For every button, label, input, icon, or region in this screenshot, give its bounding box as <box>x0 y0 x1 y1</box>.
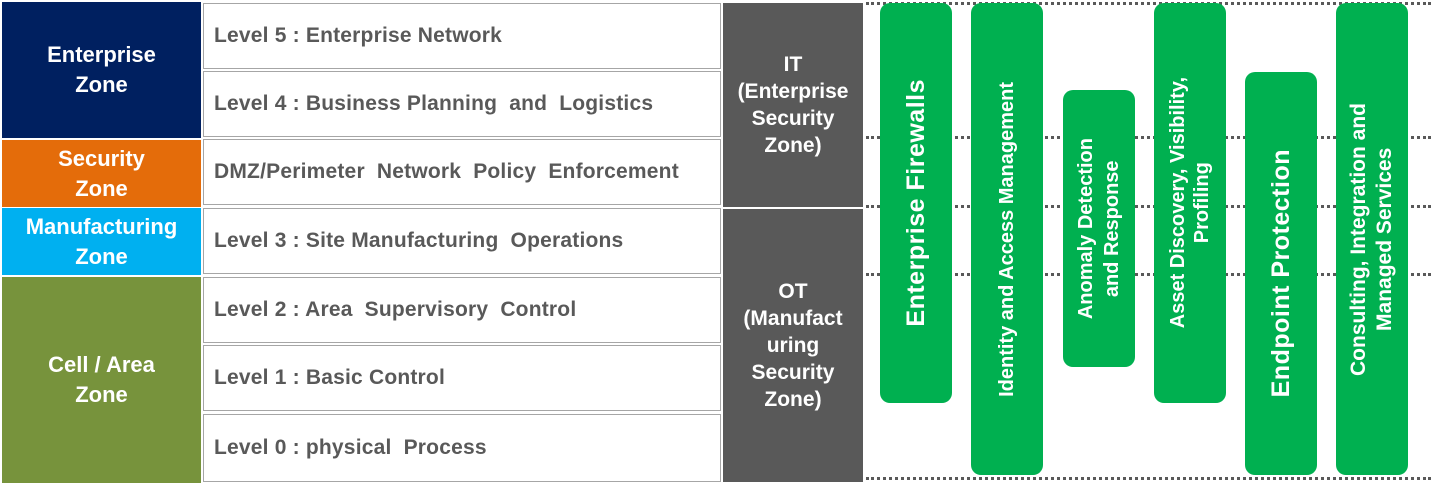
solution-label: Enterprise Firewalls <box>901 79 930 327</box>
solution-consulting-managed-services: Consulting, Integration and Managed Serv… <box>1336 3 1408 475</box>
level-2-row: Level 2 : Area Supervisory Control <box>203 277 721 343</box>
solution-identity-access-management: Identity and Access Management <box>971 3 1043 475</box>
level-0-row: Level 0 : physical Process <box>203 414 721 482</box>
dotted-divider-dmz <box>866 205 1431 208</box>
level-1-row: Level 1 : Basic Control <box>203 345 721 411</box>
zone-cell-area: Cell / Area Zone <box>2 277 201 483</box>
solution-label: Consulting, Integration and Managed Serv… <box>1347 102 1396 376</box>
solution-label: Endpoint Protection <box>1266 149 1295 398</box>
solution-endpoint-protection: Endpoint Protection <box>1245 72 1317 475</box>
zone-manufacturing: Manufacturing Zone <box>2 208 201 275</box>
level-4-row: Level 4 : Business Planning and Logistic… <box>203 71 721 137</box>
it-security-zone: IT (Enterprise Security Zone) <box>723 3 863 207</box>
dotted-divider-level3 <box>866 273 1431 276</box>
level-3-row: Level 3 : Site Manufacturing Operations <box>203 208 721 274</box>
solution-label: Anomaly Detection and Response <box>1075 137 1123 320</box>
dotted-divider-top <box>866 2 1431 5</box>
solution-asset-discovery: Asset Discovery, Visibility, Profiling <box>1154 3 1226 403</box>
solution-label: Asset Discovery, Visibility, Profiling <box>1167 77 1213 329</box>
ot-security-zone: OT (Manufact uring Security Zone) <box>723 209 863 482</box>
solution-anomaly-detection: Anomaly Detection and Response <box>1063 90 1135 367</box>
zone-security: Security Zone <box>2 140 201 207</box>
zone-enterprise: Enterprise Zone <box>2 2 201 138</box>
level-5-row: Level 5 : Enterprise Network <box>203 3 721 69</box>
dotted-divider-level4 <box>866 136 1431 139</box>
dmz-row: DMZ/Perimeter Network Policy Enforcement <box>203 139 721 205</box>
dotted-divider-bottom <box>866 477 1431 480</box>
solution-label: Identity and Access Management <box>995 81 1018 397</box>
solution-enterprise-firewalls: Enterprise Firewalls <box>880 3 952 403</box>
